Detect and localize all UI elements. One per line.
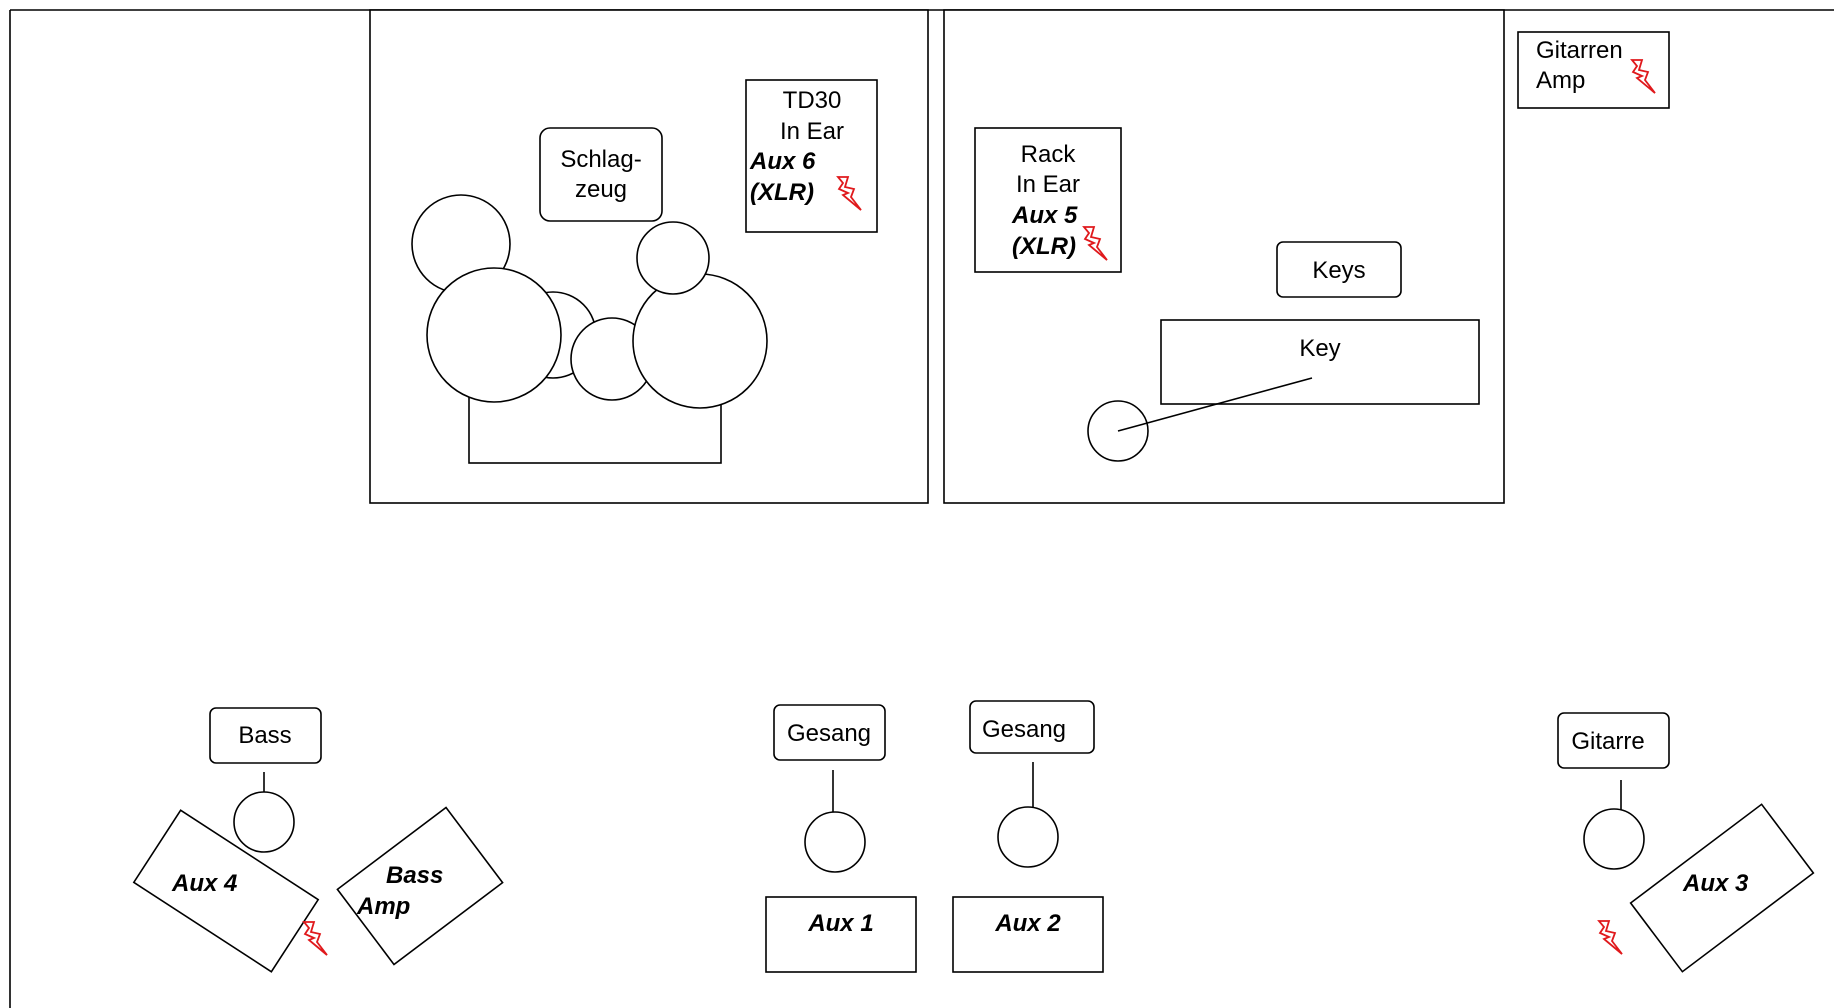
power-bolt-icon [1597, 920, 1623, 955]
guitar-amp-box [1517, 31, 1670, 109]
guitar-position: Gitarre Aux 3 [1557, 712, 1815, 973]
vocal-2-label: Gesang [982, 716, 1066, 743]
guitar-amp-line1: Gitarren [1536, 37, 1623, 64]
keyboard-label: Key [1299, 335, 1340, 362]
keys-label-box [1276, 241, 1402, 298]
drum-riser: Schlag- zeug TD30 In Ear Aux 6 (XLR) [369, 9, 929, 504]
rack-line1: Rack [1021, 141, 1077, 168]
guitar-mic-stand [1583, 808, 1645, 870]
td30-connector: (XLR) [750, 179, 814, 206]
guitar-monitor-wedge [1629, 803, 1815, 973]
bass-monitor-wedge [132, 809, 320, 973]
guitar-monitor-label: Aux 3 [1682, 870, 1749, 897]
guitar-label-box [1557, 712, 1670, 769]
keyboard [1160, 319, 1480, 405]
vocal-1-monitor-wedge [765, 896, 917, 973]
drum-label-box [539, 127, 663, 222]
guitar-amp: Gitarren Amp [1517, 31, 1670, 109]
keys-riser: Rack In Ear Aux 5 (XLR) Keys Key [943, 9, 1505, 504]
bass-mic-stand [233, 791, 295, 853]
td30-line2: In Ear [780, 118, 844, 145]
bass-label-box [209, 707, 322, 764]
td30-aux: Aux 6 [749, 148, 816, 175]
floor-tom-right [632, 273, 768, 409]
bass-monitor-label: Aux 4 [171, 870, 237, 897]
floor-tom-left [426, 267, 562, 403]
keys-mic-boom [1117, 377, 1313, 432]
power-bolt-icon [302, 921, 328, 956]
guitar-label: Gitarre [1571, 728, 1644, 755]
bass-amp [336, 806, 504, 966]
guitar-amp-line2: Amp [1536, 67, 1585, 94]
vocal-position-2: Gesang Aux 2 [952, 700, 1104, 973]
vocal-1-label: Gesang [787, 720, 871, 747]
vocal-2-monitor-wedge [952, 896, 1104, 973]
vocal-1-label-box [773, 704, 886, 761]
td30-inear-box [745, 79, 878, 233]
vocal-2-label-box [969, 700, 1095, 754]
vocal-1-monitor-label: Aux 1 [807, 910, 873, 937]
bass-amp-line1: Bass [386, 862, 443, 889]
power-bolt-icon [1630, 59, 1656, 94]
rack-connector: (XLR) [1012, 233, 1076, 260]
keys-label: Keys [1312, 257, 1365, 284]
drum-label-line1: Schlag- [560, 146, 641, 173]
rack-aux: Aux 5 [1011, 202, 1078, 229]
bass-amp-line2: Amp [356, 893, 410, 920]
power-bolt-icon [836, 176, 862, 211]
vocal-position-1: Gesang Aux 1 [765, 704, 917, 973]
vocal-2-mic-stand [997, 806, 1059, 868]
vocal-2-monitor-label: Aux 2 [994, 910, 1061, 937]
tom-right [636, 221, 710, 295]
vocal-1-mic-stand [804, 811, 866, 873]
drum-label-line2: zeug [575, 176, 627, 203]
bass-label: Bass [238, 722, 291, 749]
rack-line2: In Ear [1016, 171, 1080, 198]
drum-kit [411, 194, 768, 464]
bass-position: Bass Aux 4 Bass Amp [132, 707, 504, 973]
power-bolt-icon [1082, 226, 1108, 261]
td30-line1: TD30 [783, 87, 842, 114]
